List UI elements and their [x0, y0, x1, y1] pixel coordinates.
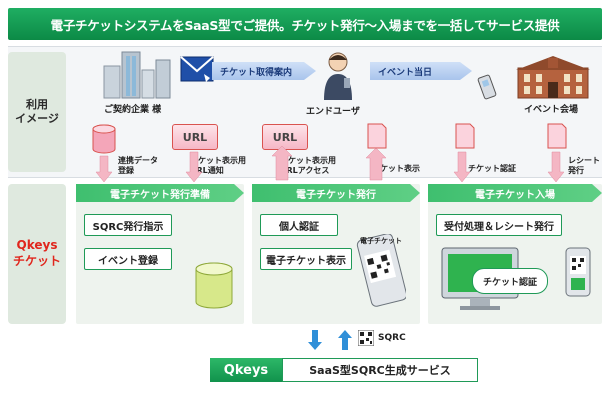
ticket-auth-label: チケット認証 [468, 164, 516, 173]
end-user-label: エンドユーザ [306, 107, 360, 117]
panel-issue: 電子チケット発行 個人認証 電子チケット表示 電子チケット [252, 184, 420, 324]
mail-envelope-icon [180, 56, 214, 82]
ticket-display-label: チケット表示 [372, 164, 420, 173]
phone-screen-label: 電子チケット [360, 237, 402, 245]
url-notify-label: チケット表示用 URL通知 [190, 156, 246, 175]
company-buildings-icon [103, 51, 171, 99]
mobile-phone-icon [477, 74, 497, 100]
ticket-auth-document-icon [455, 123, 475, 149]
title-banner: 電子チケットシステムをSaaS型でご提供。チケット発行～入場までを一括してサービ… [8, 8, 602, 40]
panel-issue-prep: 電子チケット発行準備 SQRC発行指示 イベント登録 [76, 184, 244, 324]
qr-code-icon [358, 330, 374, 346]
panel-entry-title: 電子チケット入場 [428, 184, 602, 202]
url-access-label: チケット表示用 URLアクセス [280, 156, 336, 175]
phone-qr-icon [356, 234, 406, 307]
panel-issue-title: 電子チケット発行 [252, 184, 420, 202]
database-cylinder-icon [92, 124, 116, 154]
data-registration-label: 連携データ 登録 [118, 156, 158, 175]
receipt-label: レシート 発行 [568, 156, 600, 175]
receipt-document-icon [547, 123, 567, 149]
saas-sqrc-service-box: SaaS型SQRC生成サービス [282, 358, 478, 382]
flow-event-day-arrow: イベント当日 [370, 62, 472, 80]
reception-receipt-box: 受付処理＆レシート発行 [436, 214, 562, 236]
panel-issue-prep-title: 電子チケット発行準備 [76, 184, 244, 202]
end-user-icon [324, 52, 352, 100]
ticket-display-box: 電子チケット表示 [260, 248, 352, 270]
qkeys-logo: Qkeys [210, 358, 282, 382]
banner-title: 電子チケットシステムをSaaS型でご提供。チケット発行～入場までを一括してサービ… [50, 17, 560, 33]
sqrc-label: SQRC [378, 333, 406, 343]
scanner-phone-icon [565, 247, 591, 297]
panel-entry: 電子チケット入場 受付処理＆レシート発行 チケット認証 [428, 184, 602, 324]
company-label: ご契約企業 様 [104, 105, 162, 115]
event-venue-building-icon [516, 56, 590, 99]
url-box-notify: URL [172, 124, 218, 150]
personal-auth-box: 個人認証 [260, 214, 338, 236]
sqrc-issue-box: SQRC発行指示 [84, 214, 172, 236]
ticket-display-document-icon [367, 123, 387, 149]
venue-label: イベント会場 [524, 105, 579, 115]
lane-label-usage: 利用 イメージ [8, 52, 66, 172]
flow-ticket-guide-arrow: チケット取得案内 [212, 62, 316, 80]
event-registration-box: イベント登録 [84, 248, 172, 270]
lane-label-qkeys: Qkeys チケット [8, 184, 66, 324]
ticket-auth-bubble: チケット認証 [472, 268, 548, 294]
server-database-icon [195, 262, 233, 309]
